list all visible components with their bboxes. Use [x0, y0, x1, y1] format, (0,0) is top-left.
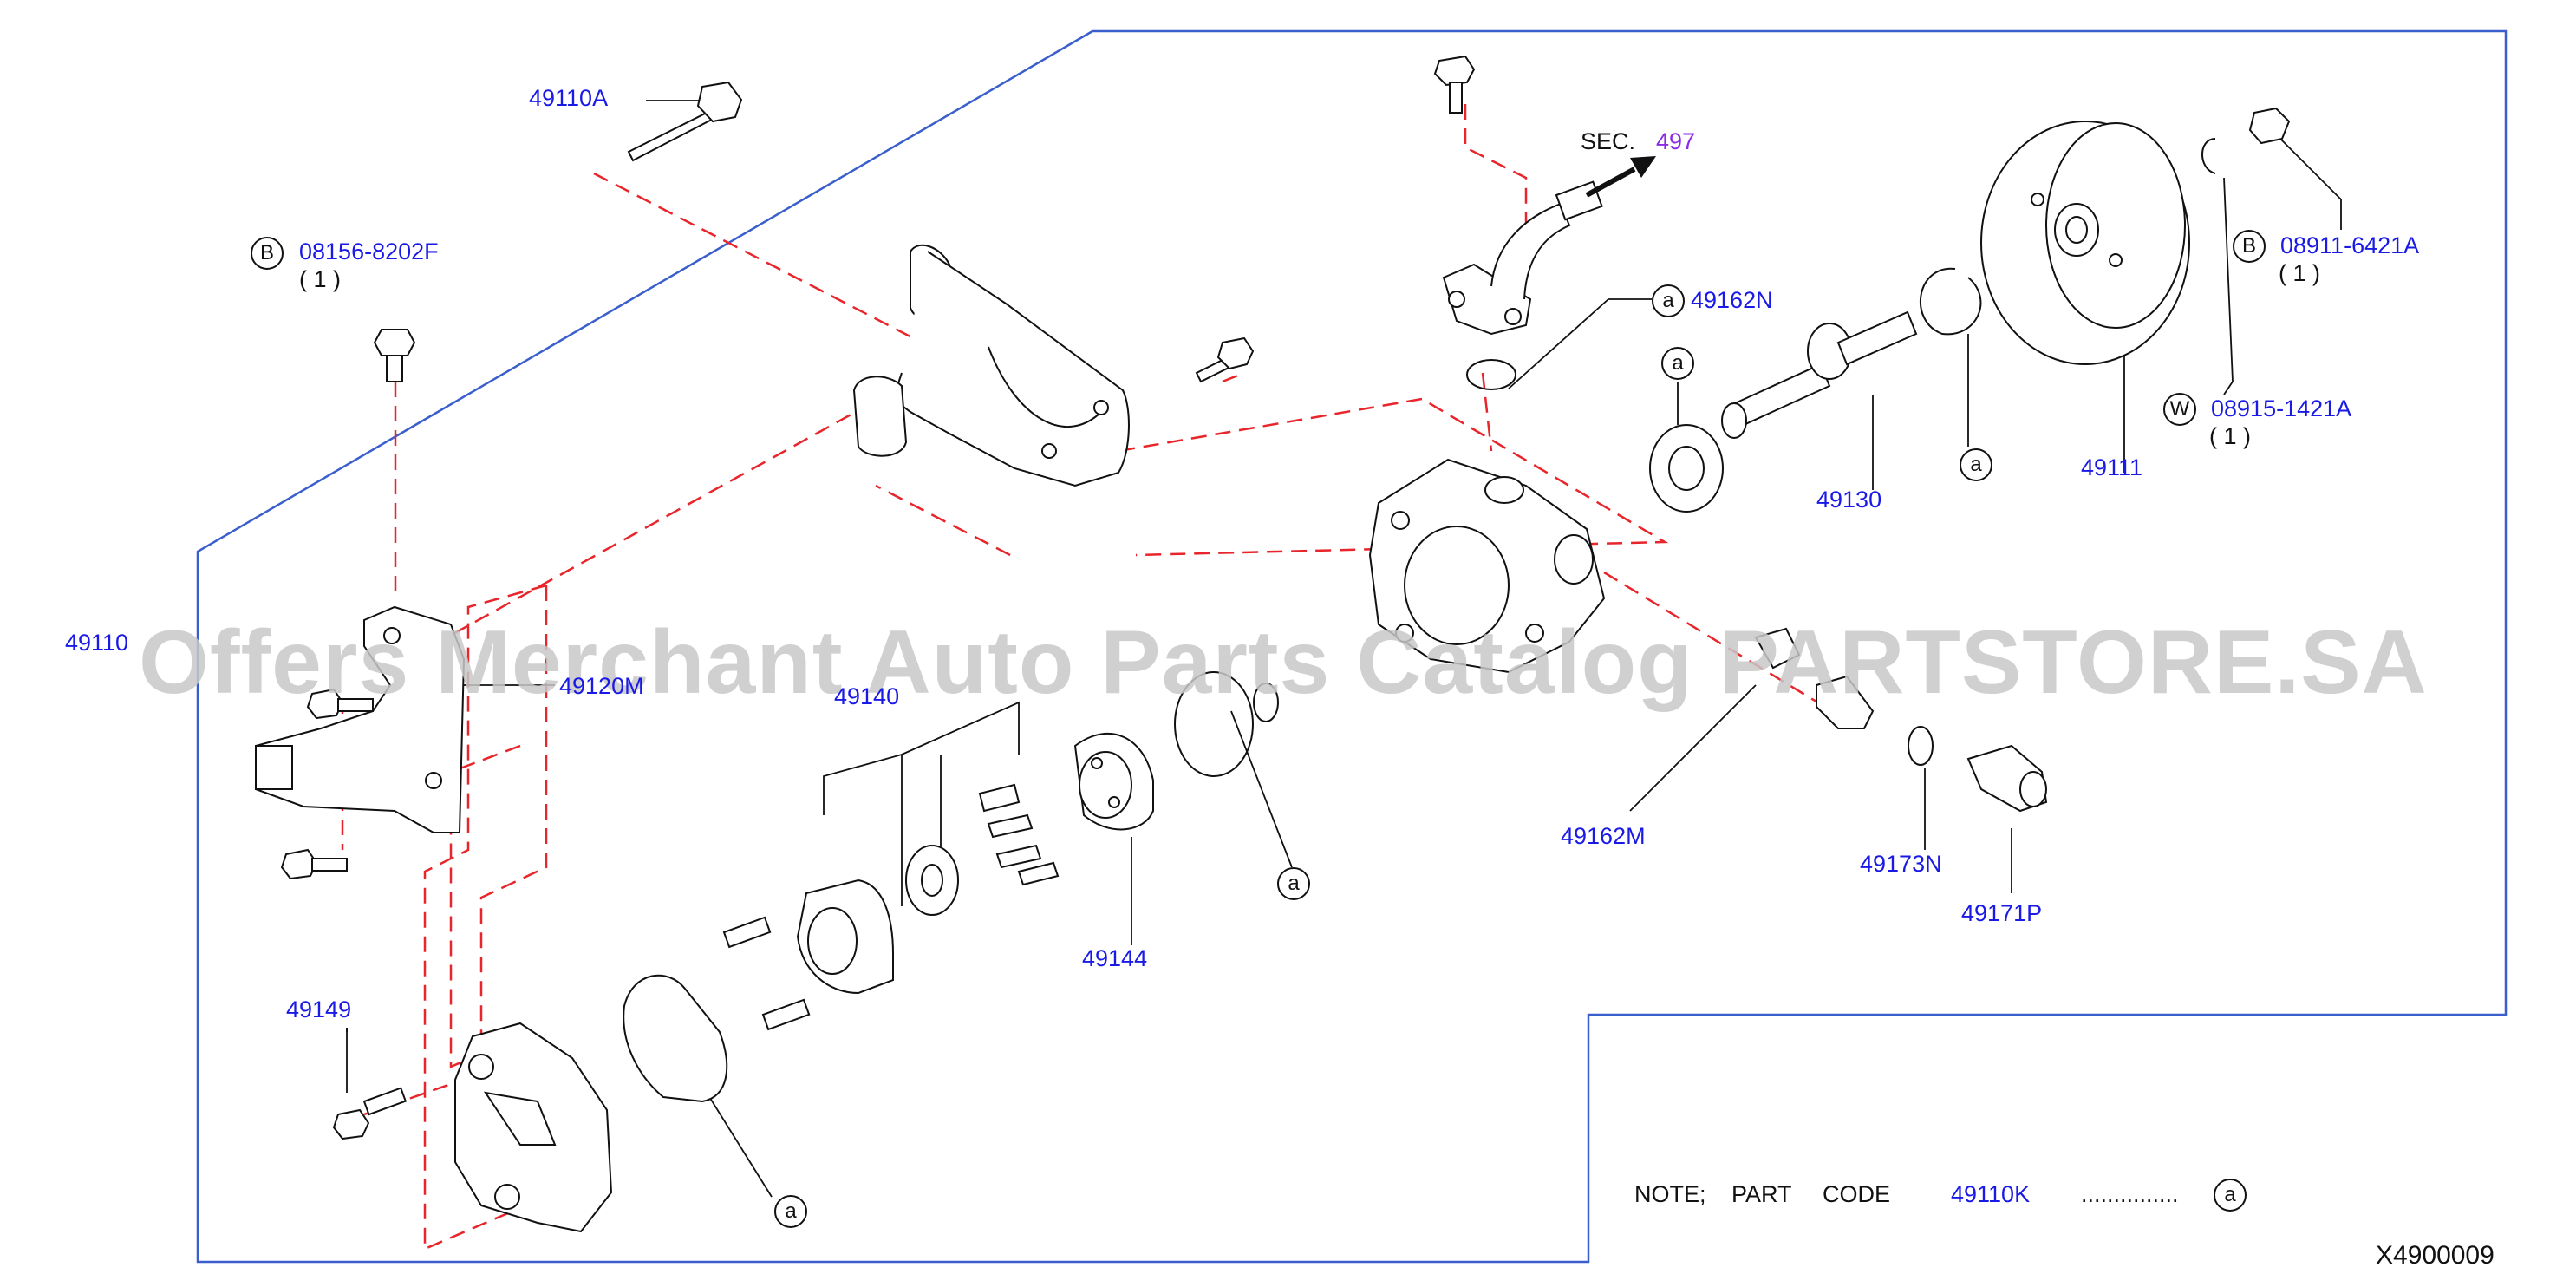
label-49110[interactable]: 49110	[65, 630, 129, 656]
rotor	[905, 845, 959, 916]
o-ring-small	[1253, 683, 1279, 722]
callout-a-snap-ring: a	[1960, 448, 1992, 481]
vanes	[978, 783, 1060, 886]
rear-cover	[454, 1022, 613, 1233]
pump-body	[1368, 458, 1606, 674]
label-49162m[interactable]: 49162M	[1561, 823, 1646, 849]
label-49149[interactable]: 49149	[286, 996, 352, 1022]
label-49130[interactable]: 49130	[1816, 487, 1882, 513]
callout-a-o-ring: a	[1277, 867, 1310, 900]
flow-valve	[1754, 627, 1875, 729]
gasket-rear	[623, 974, 728, 1103]
label-08911-6421a[interactable]: 08911-6421A	[2280, 232, 2420, 258]
shaft	[1721, 310, 1918, 439]
pulley	[1980, 121, 2190, 365]
label-49120m[interactable]: 49120M	[559, 673, 644, 699]
callout-w-08915: W	[2163, 393, 2196, 426]
label-08915-1421a[interactable]: 08915-1421A	[2211, 395, 2352, 421]
label-49162n[interactable]: 49162N	[1691, 287, 1773, 313]
qty-08911: ( 1 )	[2279, 260, 2321, 286]
note-part: PART	[1731, 1181, 1792, 1207]
label-49144[interactable]: 49144	[1082, 945, 1148, 971]
bolt-bracket	[1195, 336, 1255, 383]
callout-a-gasket: a	[774, 1195, 807, 1228]
o-ring-large	[1174, 671, 1254, 777]
callout-a-49162n: a	[1652, 284, 1685, 317]
nut	[2248, 107, 2291, 145]
o-ring-49162n	[1466, 359, 1516, 390]
pressure-plate	[1073, 732, 1154, 831]
note-callout-a: a	[2214, 1179, 2247, 1212]
snap-ring	[1920, 267, 1982, 336]
qty-08156: ( 1 )	[299, 266, 342, 292]
label-49171p[interactable]: 49171P	[1961, 900, 2043, 926]
sec-arrow	[1585, 156, 1656, 198]
callout-a-seal: a	[1661, 347, 1694, 380]
note-code: CODE	[1823, 1181, 1891, 1207]
label-49173n[interactable]: 49173N	[1860, 851, 1942, 877]
o-ring-49173n	[1908, 726, 1934, 766]
cam-ring	[796, 879, 894, 995]
bolt-fitting	[1433, 55, 1476, 114]
bolt-lower-1	[306, 688, 374, 720]
qty-08915: ( 1 )	[2209, 423, 2252, 449]
bracket-lower	[255, 605, 466, 833]
bolt-lower-2	[280, 848, 348, 880]
watermark: Offers Merchant Auto Parts Catalog PARTS…	[139, 612, 2428, 713]
sec-number-link[interactable]: 497	[1656, 128, 1696, 154]
label-49111[interactable]: 49111	[2081, 454, 2143, 480]
note-dots: ...............	[2081, 1181, 2179, 1207]
connector-49171p	[1966, 744, 2048, 813]
bolt-49110a	[627, 81, 743, 162]
callout-b-08911: B	[2233, 230, 2266, 263]
washer	[2201, 138, 2216, 174]
part-shapes	[255, 55, 2291, 1233]
pin-1	[722, 916, 772, 949]
label-08156-8202f[interactable]: 08156-8202F	[299, 238, 439, 265]
pin-2	[761, 998, 811, 1031]
bracket-upper	[852, 244, 1130, 487]
note-part-code[interactable]: 49110K	[1951, 1181, 2031, 1207]
sec-label: SEC.	[1581, 128, 1636, 154]
note-prefix: NOTE;	[1634, 1181, 1706, 1207]
group-frame	[196, 29, 2508, 1264]
callout-b-08156: B	[251, 237, 284, 270]
label-49110a[interactable]: 49110A	[529, 85, 609, 111]
outlet-fitting	[1442, 180, 1603, 336]
bolt-08156	[373, 329, 416, 382]
diagram-id: X4900009	[2376, 1241, 2494, 1270]
label-49140[interactable]: 49140	[834, 683, 900, 709]
bolt-49149	[332, 1087, 408, 1140]
oil-seal	[1649, 424, 1724, 513]
